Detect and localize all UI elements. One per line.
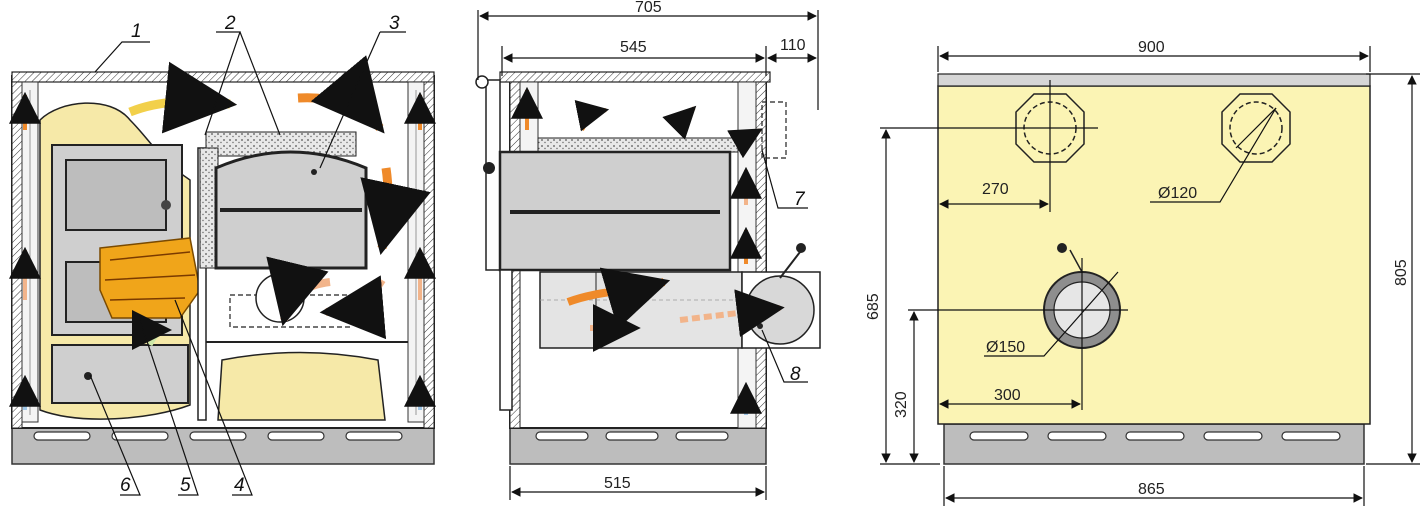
side-dimension-lines	[477, 10, 819, 500]
back-top-strip	[937, 73, 1371, 87]
back-view: 900 865 805 685 320 270 300 Ø120 Ø150	[865, 39, 1420, 506]
front-callout-leaders	[89, 31, 406, 496]
dim-inlet-offset: 300	[994, 387, 1021, 404]
dim-offset: 110	[780, 37, 806, 54]
side-base-vents	[535, 431, 729, 441]
callout-2: 2	[224, 13, 236, 34]
callout-5: 5	[180, 475, 191, 496]
callout-7: 7	[794, 189, 806, 210]
back-base	[943, 423, 1365, 465]
dim-base-depth: 515	[604, 475, 631, 492]
side-airflow-arrows	[511, 86, 785, 415]
callout-3: 3	[389, 13, 400, 34]
callout-6: 6	[120, 475, 131, 496]
flue-port-right	[1221, 93, 1291, 163]
storage-insulation	[217, 351, 386, 421]
dim-width: 900	[1138, 39, 1165, 56]
dim-inlet-diameter: Ø150	[986, 339, 1025, 356]
dim-inner-depth: 545	[620, 39, 647, 56]
back-dimension-lines	[880, 46, 1420, 506]
dim-base-width: 865	[1138, 481, 1165, 498]
dim-flue-height: 685	[865, 293, 882, 320]
dim-flue-offset: 270	[982, 181, 1009, 198]
dim-inlet-height: 320	[893, 391, 910, 418]
front-base-vents	[33, 431, 403, 441]
dim-overall-depth: 705	[635, 0, 662, 16]
back-base-vents	[969, 431, 1341, 441]
callout-8: 8	[790, 364, 801, 385]
ash-drawer	[51, 344, 189, 404]
dim-height: 805	[1393, 259, 1410, 286]
callout-4: 4	[234, 475, 245, 496]
back-panel	[937, 85, 1371, 425]
side-section-view: 705 545 110 515 7 8	[475, 0, 821, 500]
dim-flue-diameter: Ø120	[1158, 185, 1197, 202]
front-airflow-arrows	[9, 55, 436, 410]
front-section-view: 1 2 3 6 5 4	[9, 13, 436, 496]
callout-1: 1	[131, 21, 142, 42]
